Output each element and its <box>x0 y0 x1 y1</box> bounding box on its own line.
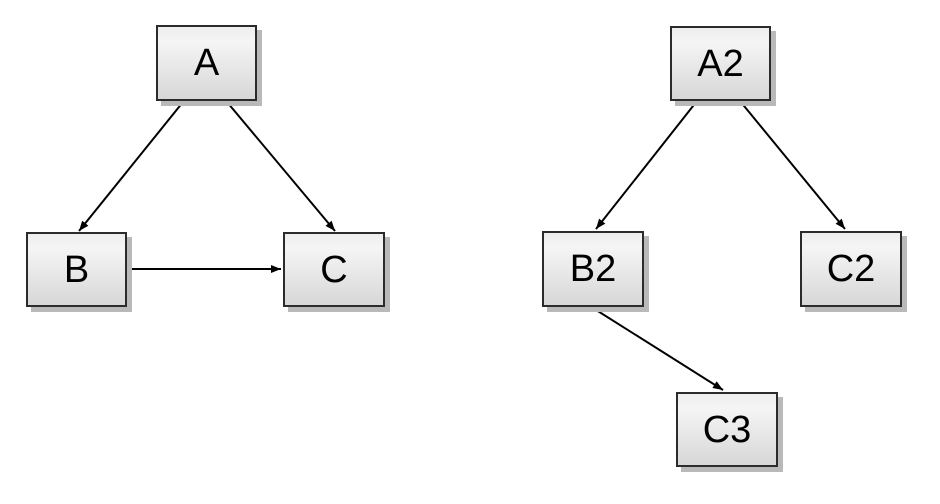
node-B: B <box>26 232 127 307</box>
node-label-A2: A2 <box>697 42 744 85</box>
edge-A-to-C <box>226 101 336 232</box>
node-label-A: A <box>193 42 220 84</box>
node-B2: B2 <box>542 231 644 307</box>
node-label-C2: C2 <box>826 248 876 290</box>
node-C2: C2 <box>800 231 902 307</box>
node-label-C3: C3 <box>702 408 752 451</box>
node-C: C <box>283 232 385 307</box>
edge-A2-to-B2 <box>595 100 698 230</box>
node-label-B: B <box>63 248 90 291</box>
node-label-C: C <box>320 248 348 291</box>
node-C3: C3 <box>676 392 778 467</box>
node-label-B2: B2 <box>569 248 617 290</box>
node-A2: A2 <box>670 26 771 101</box>
edge-B2-to-C3 <box>592 307 724 391</box>
edge-A-to-B <box>78 101 184 232</box>
edge-A2-to-C2 <box>739 100 846 230</box>
node-A: A <box>156 25 257 101</box>
